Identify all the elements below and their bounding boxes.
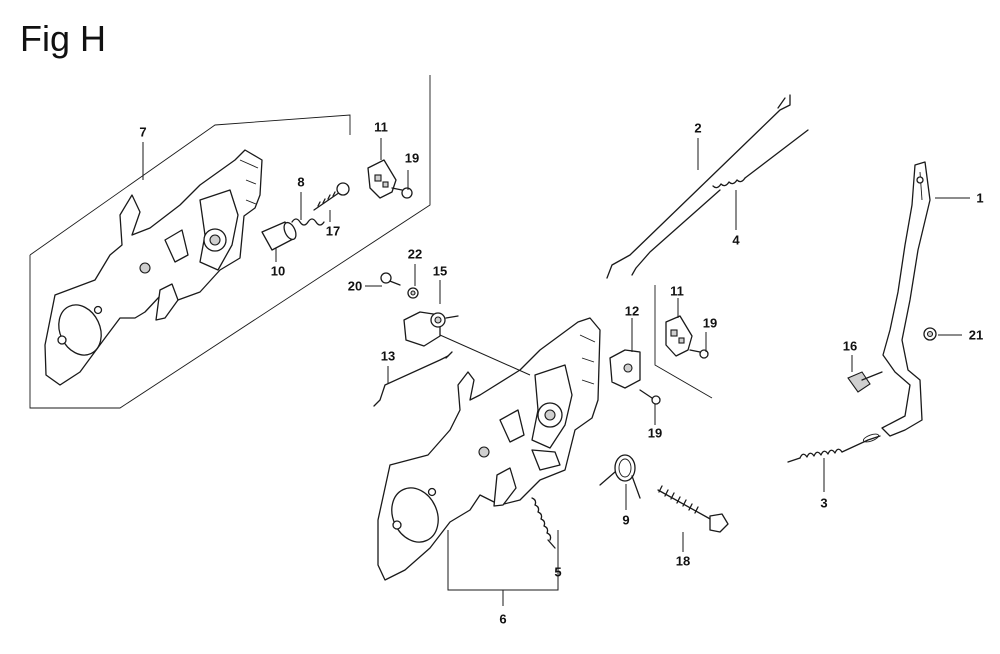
- bracket-6-lines: [447, 530, 559, 606]
- figure-title: Fig H: [20, 18, 107, 59]
- callout-3: 3: [820, 495, 828, 511]
- callout-6: 6: [499, 611, 507, 627]
- subassembly-box-7: [29, 75, 431, 409]
- callout-16: 17: [325, 223, 341, 239]
- spring-3: [787, 433, 881, 463]
- leader-lines: [142, 138, 970, 562]
- callout-18: 19: [647, 425, 663, 441]
- clip-11-upper: [367, 159, 413, 199]
- callout-11-upper: 11: [374, 119, 388, 135]
- bracket-12: [609, 349, 661, 405]
- callout-19-upper: 19: [404, 150, 420, 166]
- spring-5: [531, 497, 556, 549]
- choke-rod-4: [631, 129, 809, 276]
- callout-14: 15: [432, 263, 448, 279]
- callout-11-lower: 11: [670, 283, 684, 299]
- throttle-rod-2: [606, 94, 791, 279]
- clip-11-lower: [654, 285, 713, 399]
- governor-plate-lower: [377, 317, 601, 581]
- callout-22: 22: [407, 246, 423, 262]
- spring-8-assembly: [261, 182, 350, 251]
- callout-7: 7: [139, 124, 147, 140]
- callout-17: 18: [675, 553, 691, 569]
- bracket-14: [380, 272, 531, 376]
- callout-8: 8: [297, 174, 305, 190]
- callout-13: 13: [380, 348, 396, 364]
- callout-4: 4: [732, 232, 740, 248]
- link-rod-13: [373, 351, 453, 407]
- callout-1: 1: [976, 190, 984, 206]
- torsion-spring-9: [599, 454, 641, 499]
- callout-5: 5: [554, 564, 562, 580]
- callout-19-lower: 19: [702, 315, 718, 331]
- callout-21: 21: [968, 327, 984, 343]
- bolt-17: [657, 485, 729, 533]
- callout-12: 12: [624, 303, 640, 319]
- callout-2: 2: [694, 120, 702, 136]
- callout-20: 20: [347, 278, 363, 294]
- callout-9: 9: [622, 512, 630, 528]
- callout-15: 16: [842, 338, 858, 354]
- governor-plate-upper: [44, 149, 263, 386]
- callout-10: 10: [270, 263, 286, 279]
- control-lever-1: [847, 161, 937, 437]
